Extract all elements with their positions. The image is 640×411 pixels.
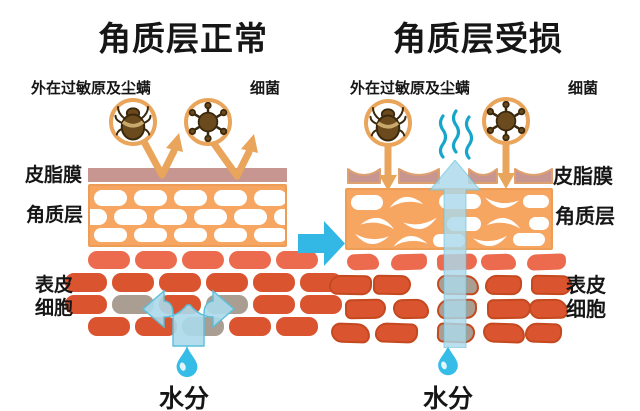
right-epidermis-label: 表皮 细胞 xyxy=(560,273,612,321)
corneocyte-cell xyxy=(174,190,207,206)
epidermis-brick xyxy=(135,317,177,336)
epidermis-brick xyxy=(526,253,567,271)
penetrate-arrow-icon xyxy=(497,142,515,189)
corneocyte-cell xyxy=(174,228,207,242)
epidermis-brick xyxy=(229,251,271,269)
right-mite-badge xyxy=(364,99,412,147)
right-allergen-label: 外在过敏原及尘螨 xyxy=(350,79,471,97)
corneocyte-cell xyxy=(90,209,107,225)
epidermis-brick xyxy=(524,322,563,344)
left-epidermis-label: 表皮 细胞 xyxy=(28,274,80,320)
left-moisture-label: 水分 xyxy=(158,384,209,411)
epidermis-line1: 表皮 xyxy=(34,274,73,296)
sebum-film-fragment xyxy=(468,168,498,184)
corneocyte-cell xyxy=(94,190,127,206)
epidermis-brick xyxy=(392,298,430,320)
sebum-film-fragment xyxy=(514,168,553,184)
epidermis-brick xyxy=(159,273,201,292)
left-allergen-label: 外在过敏原及尘螨 xyxy=(31,79,152,97)
epidermis-brick xyxy=(330,322,371,344)
epidermis-brick xyxy=(88,317,130,336)
sebum-film-fragment xyxy=(347,168,381,184)
left-sebum-label: 皮脂膜 xyxy=(25,164,83,186)
left-panel-title: 角质层正常 xyxy=(98,19,268,58)
corneocyte-cell xyxy=(234,209,267,225)
evaporation-waves-icon xyxy=(438,109,474,160)
epidermis-brick xyxy=(372,274,412,296)
epidermis-line2: 细胞 xyxy=(34,297,73,319)
epidermis-brick xyxy=(135,251,177,269)
corneocyte-cell xyxy=(134,190,167,206)
corneocyte-cell xyxy=(274,209,285,225)
epidermis-brick xyxy=(346,253,380,271)
right-bacteria-label: 细菌 xyxy=(568,79,599,97)
moisture-retained-arrow-icon xyxy=(141,289,236,347)
left-bacteria-badge xyxy=(184,98,232,146)
epidermis-brick xyxy=(390,253,428,271)
corneocyte-cell xyxy=(214,190,247,206)
water-droplet-icon xyxy=(438,343,458,376)
epidermis-brick xyxy=(486,298,532,320)
epidermis-line1: 表皮 xyxy=(566,273,606,297)
transition-arrow-icon xyxy=(298,221,345,266)
corneocyte-cell xyxy=(214,228,247,242)
epidermis-brick xyxy=(182,251,224,269)
right-moisture-label: 水分 xyxy=(422,384,473,411)
corneocyte-cell xyxy=(134,228,167,242)
epidermis-brick xyxy=(88,251,130,269)
corneocyte-cell xyxy=(154,209,187,225)
epidermis-brick xyxy=(276,317,318,336)
bacteria-icon xyxy=(188,102,228,142)
epidermis-brick xyxy=(300,295,342,314)
dust-mite-icon xyxy=(369,107,407,142)
epidermis-brick xyxy=(328,274,373,296)
corneocyte-cell xyxy=(114,209,147,225)
epidermis-brick xyxy=(482,322,526,344)
epidermis-brick xyxy=(253,273,295,292)
epidermis-brick xyxy=(484,274,523,296)
right-bacteria-badge xyxy=(482,97,530,145)
corneocyte-cell xyxy=(194,209,227,225)
epidermis-brick xyxy=(253,295,295,314)
epidermis-line2: 细胞 xyxy=(566,297,606,321)
epidermis-brick xyxy=(65,295,107,314)
corneocyte-cell xyxy=(254,190,285,206)
water-droplet-icon xyxy=(176,343,198,378)
left-bacteria-label: 细菌 xyxy=(250,79,281,97)
left-mite-badge xyxy=(109,98,157,146)
epidermis-brick xyxy=(374,322,419,344)
epidermis-brick xyxy=(480,253,517,271)
moisture-loss-arrow-icon xyxy=(429,160,481,348)
deflect-arrow-icon xyxy=(208,134,258,180)
corneocyte-cell xyxy=(254,228,285,242)
epidermis-brick xyxy=(206,273,248,292)
right-panel-title: 角质层受损 xyxy=(393,19,563,58)
left-corneum-label: 角质层 xyxy=(26,204,84,226)
left-stratum-corneum xyxy=(88,184,287,247)
right-sebum-label: 皮脂膜 xyxy=(553,164,613,188)
epidermis-brick xyxy=(229,317,271,336)
deflect-arrow-icon xyxy=(138,133,183,179)
penetrate-arrow-icon xyxy=(379,144,397,191)
epidermis-brick xyxy=(276,251,318,269)
dust-mite-icon xyxy=(114,106,152,141)
epidermis-brick xyxy=(65,273,107,292)
right-corneum-label: 角质层 xyxy=(555,204,615,228)
corneocyte-cell xyxy=(94,228,127,242)
epidermis-brick xyxy=(344,298,387,320)
epidermis-brick xyxy=(112,273,154,292)
bacteria-icon xyxy=(486,101,526,141)
